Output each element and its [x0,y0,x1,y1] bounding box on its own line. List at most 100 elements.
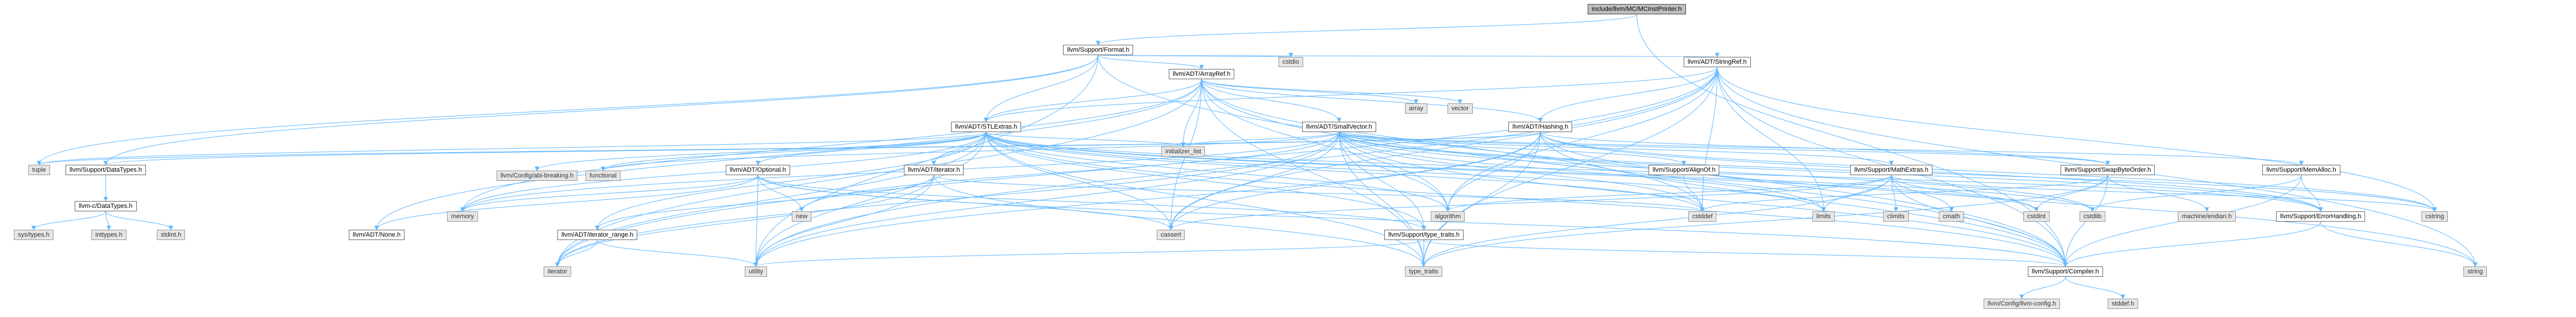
node-stringref[interactable]: llvm/ADT/StringRef.h [1684,57,1751,67]
node-cmath[interactable]: cmath [1939,211,1964,222]
edge-itrange-to-iteratorStd [555,239,598,267]
edge-memalloc-to-cstdlib [2090,175,2302,212]
edge-typetraitsS-to-utility [753,239,1424,267]
edge-cdatatypes-to-inttypes [105,211,111,230]
edge-format-to-tuple [37,55,1099,165]
node-swapbyte[interactable]: llvm/Support/SwapByteOrder.h [2061,165,2155,175]
edge-format-to-arrayref [1098,55,1204,69]
edge-stlextras-to-cassert [985,132,1173,230]
edge-hashing-to-cassert [1168,132,1541,230]
edge-swapbyte-to-machendian [2107,175,2209,212]
edge-stlextras-to-functional [600,132,987,171]
node-utility[interactable]: utility [745,266,768,277]
edge-swapbyte-to-cstdint [2034,175,2108,212]
node-arrayref[interactable]: llvm/ADT/ArrayRef.h [1169,69,1235,79]
edge-stringref-to-hashing [1538,67,1718,122]
edge-optional-to-none [374,175,758,230]
node-iteratorStd[interactable]: iterator [544,266,572,277]
edge-iteratorA-to-itrange [595,175,934,230]
edge-hashing-to-datatypesS [103,132,1541,165]
edge-stlextras-to-cstdlib [985,132,2095,212]
edge-iteratorA-to-type_traits [933,175,1426,267]
edge-stlextras-to-cstdint [985,132,2039,212]
edge-optional-to-cassert [757,175,1173,230]
edge-hashing-to-compiler [1540,132,2068,267]
node-cstdio[interactable]: cstdio [1279,57,1303,67]
node-errhandling[interactable]: llvm/Support/ErrorHandling.h [2276,211,2366,222]
node-llvmconfig[interactable]: llvm/Config/llvm-config.h [1984,299,2061,309]
node-configbreak[interactable]: llvm/Config/abi-breaking.h [496,171,578,181]
node-typetraits[interactable]: type_traits [1405,266,1442,277]
node-new[interactable]: new [792,211,812,222]
edge-mathextras-to-climits [1891,175,1899,212]
node-root[interactable]: include/llvm/MC/MCInstPrinter.h [1588,4,1686,14]
edge-arrayref-to-stlextras [984,79,1202,122]
edge-arrayref-to-array [1201,79,1419,104]
edge-stlextras-to-utility [753,132,987,267]
edge-swapbyte-to-cstddef [1700,175,2108,212]
node-stdint[interactable]: stdint.h [157,230,186,240]
edge-stlextras-to-compiler [985,132,2068,267]
edge-arrayref-to-vector [1201,79,1462,104]
node-memalloc[interactable]: llvm/Support/MemAlloc.h [2262,165,2340,175]
edge-mathextras-to-type_traits [1421,175,1892,267]
node-iteratorA[interactable]: llvm/ADT/iterator.h [904,165,964,175]
node-cdatatypes[interactable]: llvm-c/DataTypes.h [75,201,137,211]
edge-iteratorA-to-utility [753,175,934,267]
node-functional[interactable]: functional [586,171,621,181]
node-limits[interactable]: limits [1812,211,1835,222]
edge-arrayref-to-compiler [1201,79,2068,267]
edge-arrayref-to-initlist [1181,79,1202,147]
edge-smallvector-to-memory [460,132,1339,212]
edge-stringref-to-utility [753,67,1718,267]
node-compiler[interactable]: llvm/Support/Compiler.h [2028,266,2103,277]
node-vector[interactable]: vector [1447,103,1473,114]
edge-optional-to-utility [753,175,758,267]
edge-format-to-cstdio [1098,52,1292,57]
node-tuple[interactable]: tuple [28,165,50,175]
edge-errhandling-to-string [2320,221,2478,267]
node-mathextras[interactable]: llvm/Support/MathExtras.h [1850,165,1932,175]
node-smallvector[interactable]: llvm/ADT/SmallVector.h [1302,122,1376,132]
node-itrange[interactable]: llvm/ADT/iterator_range.h [557,230,638,240]
edge-mathextras-to-cmath [1891,175,1954,212]
node-cstddef[interactable]: cstddef [1688,211,1717,222]
edge-smallvector-to-mathextras [1339,132,1894,165]
node-cstdlib[interactable]: cstdlib [2080,211,2106,222]
node-cassert[interactable]: cassert [1157,230,1185,240]
edge-smallvector-to-aligno [1339,132,1686,165]
node-initlist[interactable]: initializer_list [1161,146,1206,157]
node-inttypes[interactable]: inttypes.h [91,230,127,240]
node-stddef[interactable]: stddef.h [2108,299,2139,309]
edge-arrayref-to-memory [460,79,1202,212]
node-optional[interactable]: llvm/ADT/Optional.h [726,165,790,175]
node-aligno[interactable]: llvm/Support/AlignOf.h [1649,165,1720,175]
node-datatypesS[interactable]: llvm/Support/DataTypes.h [66,165,146,175]
node-string[interactable]: string [2463,266,2487,277]
edge-swapbyte-to-type_traits [1421,175,2108,267]
node-machendian[interactable]: machine/endian.h [2178,211,2236,222]
edge-stlextras-to-iteratorA [931,132,987,165]
node-systypes[interactable]: sys/types.h [14,230,54,240]
edge-stlextras-to-cstddef [985,132,1705,212]
node-stlextras[interactable]: llvm/ADT/STLExtras.h [951,122,1022,132]
edge-memalloc-to-errhandling [2301,175,2323,212]
edge-hashing-to-cstring [1540,132,2437,212]
node-typetraitsS[interactable]: llvm/Support/type_traits.h [1384,230,1464,240]
edge-root-to-compiler [1637,14,2068,267]
node-algorithm[interactable]: algorithm [1431,211,1465,222]
edge-stringref-to-cassert [1168,67,1718,230]
node-cstring[interactable]: cstring [2421,211,2448,222]
edge-cdatatypes-to-systypes [31,211,106,230]
node-format[interactable]: llvm/Support/Format.h [1063,45,1134,55]
node-hashing[interactable]: llvm/ADT/Hashing.h [1508,122,1573,132]
node-none[interactable]: llvm/ADT/None.h [349,230,405,240]
edge-hashing-to-utility [753,132,1541,267]
edge-iteratorA-to-cstddef [933,175,1705,212]
node-array[interactable]: array [1405,103,1428,114]
node-cstdint[interactable]: cstdint [2023,211,2050,222]
node-climits[interactable]: climits [1883,211,1909,222]
node-memory[interactable]: memory [447,211,478,222]
edge-stlextras-to-type_traits [985,132,1426,267]
